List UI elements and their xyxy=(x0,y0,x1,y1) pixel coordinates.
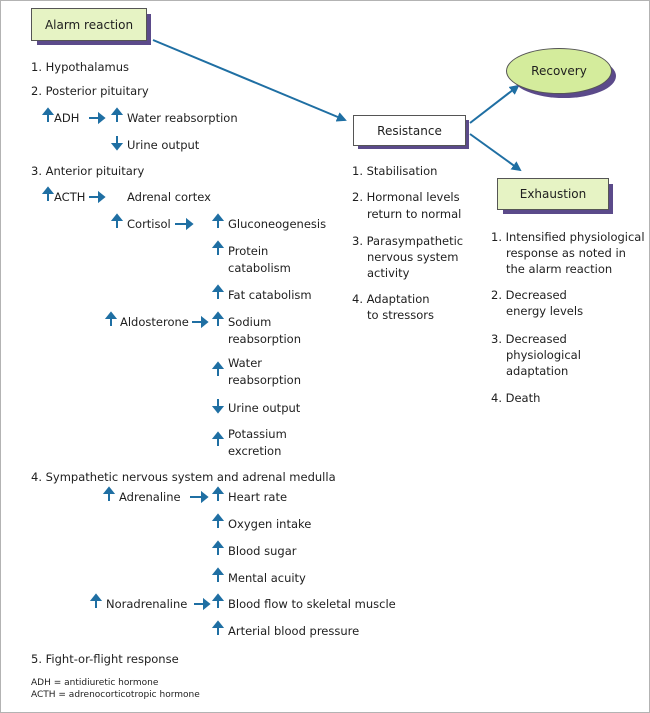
blood-sugar-text: Blood sugar xyxy=(228,544,297,558)
noradrenaline-text: Noradrenaline xyxy=(106,597,188,611)
adrenaline-text: Adrenaline xyxy=(119,490,181,504)
up-arrow-arterial xyxy=(211,620,225,635)
fight-or-flight-text: 5. Fight-or-flight response xyxy=(31,652,179,666)
sodium-text-2: reabsorption xyxy=(228,332,301,346)
hypothalamus-text: 1. Hypothalamus xyxy=(31,60,129,74)
recovery-label: Recovery xyxy=(531,64,587,78)
down-arrow-urine-output xyxy=(110,136,124,151)
exhaustion-item-1b: response as noted in xyxy=(506,246,626,260)
cortisol-text: Cortisol xyxy=(127,217,171,231)
exhaustion-item-3b: physiological xyxy=(506,348,581,362)
anterior-pituitary-text: 3. Anterior pituitary xyxy=(31,164,145,178)
water-text-2: reabsorption xyxy=(228,373,301,387)
up-arrow-cortisol xyxy=(110,213,124,228)
adh-footnote: ADH = antidiuretic hormone xyxy=(31,678,159,688)
up-arrow-oxygen xyxy=(211,513,225,528)
exhaustion-item-1a: 1. Intensified physiological xyxy=(491,230,645,244)
up-arrow-blood-sugar xyxy=(211,540,225,555)
sympathetic-text: 4. Sympathetic nervous system and adrena… xyxy=(31,470,336,484)
up-arrow-water xyxy=(211,361,225,376)
up-arrow-acth xyxy=(41,186,55,201)
exhaustion-box: Exhaustion xyxy=(497,178,609,210)
acth-text: ACTH xyxy=(54,190,86,204)
indicator-arrows xyxy=(41,107,225,635)
right-arrow-adh xyxy=(89,111,106,125)
arterial-pressure-text: Arterial blood pressure xyxy=(228,624,360,638)
resistance-item-3a: 3. Parasympathetic xyxy=(352,234,464,248)
up-arrow-protein xyxy=(211,240,225,255)
blood-flow-text: Blood flow to skeletal muscle xyxy=(228,597,396,611)
acth-footnote: ACTH = adrenocorticotropic hormone xyxy=(31,690,200,700)
alarm-reaction-label: Alarm reaction xyxy=(44,17,134,32)
mental-acuity-text: Mental acuity xyxy=(228,571,306,585)
right-arrow-acth xyxy=(89,190,106,204)
protein-text-1: Protein xyxy=(228,244,269,258)
up-arrow-blood-flow xyxy=(211,593,225,608)
heart-rate-text: Heart rate xyxy=(228,490,288,504)
right-arrow-cortisol xyxy=(175,217,194,231)
right-arrow-adrenaline xyxy=(190,490,209,504)
exhaustion-item-3a: 3. Decreased xyxy=(491,332,567,346)
aldosterone-text: Aldosterone xyxy=(120,315,189,329)
up-arrow-fat xyxy=(211,284,225,299)
recovery-ellipse: Recovery xyxy=(506,48,612,94)
right-arrow-noradrenaline xyxy=(194,597,211,611)
resistance-box: Resistance xyxy=(353,115,466,146)
exhaustion-label: Exhaustion xyxy=(519,187,587,201)
posterior-pituitary-text: 2. Posterior pituitary xyxy=(31,84,149,98)
resistance-to-recovery-arrow xyxy=(469,84,520,124)
exhaustion-item-4: 4. Death xyxy=(491,391,541,405)
sodium-text-1: Sodium xyxy=(228,315,272,329)
up-arrow-mental-acuity xyxy=(211,567,225,582)
exhaustion-item-2b: energy levels xyxy=(506,304,584,318)
alarm-to-resistance-arrow xyxy=(152,39,347,122)
alarm-reaction-box: Alarm reaction xyxy=(31,8,147,41)
up-arrow-potassium xyxy=(211,431,225,446)
resistance-item-3b: nervous system xyxy=(367,250,459,264)
resistance-label: Resistance xyxy=(377,123,442,138)
protein-text-2: catabolism xyxy=(228,261,291,275)
down-arrow-urine-output-2 xyxy=(211,399,225,414)
up-arrow-water-reabsorption xyxy=(110,107,124,122)
right-arrow-aldosterone xyxy=(192,315,209,329)
up-arrow-aldosterone xyxy=(104,311,118,326)
resistance-item-3c: activity xyxy=(367,266,410,280)
potassium-text-1: Potassium xyxy=(228,427,287,441)
exhaustion-item-3c: adaptation xyxy=(506,364,569,378)
resistance-item-4a: 4. Adaptation xyxy=(352,292,430,306)
water-reabsorption-text: Water reabsorption xyxy=(127,111,238,125)
up-arrow-gluconeogenesis xyxy=(211,213,225,228)
fat-catabolism-text: Fat catabolism xyxy=(228,288,312,302)
resistance-item-2a: 2. Hormonal levels xyxy=(352,190,460,204)
resistance-item-2b: return to normal xyxy=(367,207,462,221)
urine-output-text-2: Urine output xyxy=(228,401,301,415)
exhaustion-item-1c: the alarm reaction xyxy=(506,262,613,276)
resistance-item-4b: to stressors xyxy=(367,308,434,322)
oxygen-intake-text: Oxygen intake xyxy=(228,517,312,531)
water-text-1: Water xyxy=(228,356,262,370)
up-arrow-adh xyxy=(41,107,55,122)
up-arrow-sodium xyxy=(211,311,225,326)
adrenal-cortex-text: Adrenal cortex xyxy=(127,190,211,204)
resistance-to-exhaustion-arrow xyxy=(469,133,522,172)
resistance-item-1: 1. Stabilisation xyxy=(352,164,438,178)
up-arrow-adrenaline xyxy=(102,486,116,501)
adh-text: ADH xyxy=(54,111,80,125)
gluconeogenesis-text: Gluconeogenesis xyxy=(228,217,327,231)
up-arrow-heart-rate xyxy=(211,486,225,501)
exhaustion-item-2a: 2. Decreased xyxy=(491,288,567,302)
up-arrow-noradrenaline xyxy=(89,593,103,608)
urine-output-text: Urine output xyxy=(127,138,200,152)
potassium-text-2: excretion xyxy=(228,444,282,458)
